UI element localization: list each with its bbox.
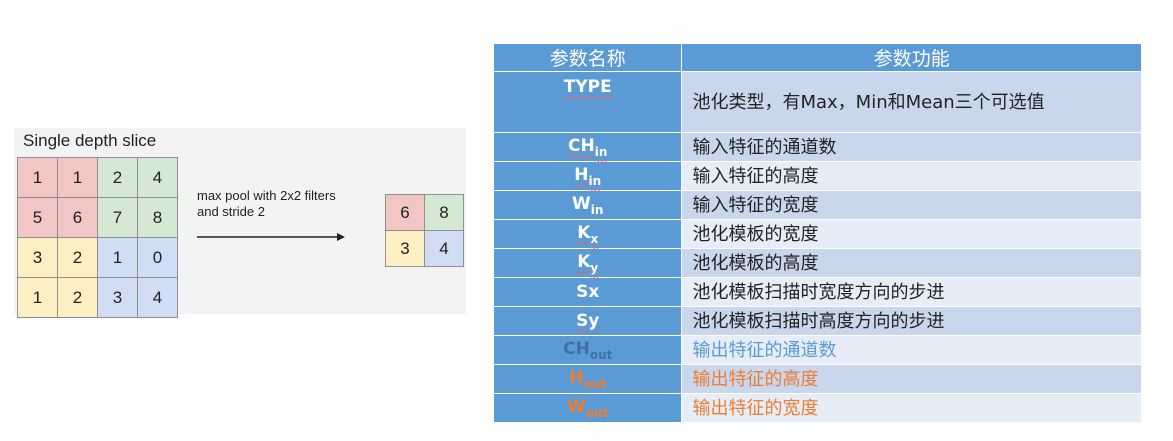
param-desc: 池化类型，有Max，Min和Mean三个可选值: [681, 71, 1142, 133]
param-name-text: CH: [563, 339, 590, 359]
grid-cell: 0: [137, 237, 178, 278]
param-desc: 输出特征的宽度: [681, 393, 1142, 422]
param-name-sub: out: [585, 406, 609, 420]
param-desc: 输入特征的高度: [681, 161, 1142, 191]
param-desc: 池化模板的宽度: [681, 219, 1142, 249]
param-name: Sx: [494, 277, 683, 307]
grid-cell: 1: [57, 157, 98, 198]
param-name-sub: out: [583, 377, 607, 391]
grid-cell: 1: [17, 157, 58, 198]
table-row: TYPE 池化类型，有Max，Min和Mean三个可选值: [494, 71, 1142, 133]
param-name: CHout: [494, 335, 683, 365]
grid-cell: 2: [97, 157, 138, 198]
table-row: Hin 输入特征的高度: [494, 161, 1142, 191]
caption-line: and stride 2: [197, 204, 265, 219]
grid-cell: 4: [424, 230, 464, 267]
max-pool-diagram: Single depth slice 1 1 2 4 5 6 7 8 3 2 1…: [14, 128, 466, 318]
header-param-function: 参数功能: [681, 44, 1142, 72]
input-grid: 1 1 2 4 5 6 7 8 3 2 1 0 1 2 3 4: [17, 157, 178, 318]
table-header-row: 参数名称 参数功能: [494, 44, 1142, 72]
param-name: Sy: [494, 306, 683, 336]
param-name-sub: in: [590, 203, 604, 217]
param-name-sub: in: [594, 145, 608, 159]
grid-cell: 3: [17, 237, 58, 278]
right-arrow-icon: [197, 233, 345, 241]
param-name-text: W: [567, 397, 586, 417]
param-name: Wout: [494, 393, 683, 422]
param-name: CHin: [494, 132, 683, 162]
grid-cell: 3: [97, 277, 138, 318]
param-name: Win: [494, 190, 683, 220]
param-desc: 池化模板的高度: [681, 248, 1142, 278]
param-name-text: TYPE: [563, 77, 612, 97]
grid-cell: 8: [137, 197, 178, 238]
grid-cell: 4: [137, 157, 178, 198]
param-name: Kx: [494, 219, 683, 249]
param-name-text: Sx: [576, 281, 600, 302]
grid-cell: 2: [57, 237, 98, 278]
param-name: Hin: [494, 161, 683, 191]
param-name-sub: x: [590, 232, 599, 246]
table-row: Sx 池化模板扫描时宽度方向的步进: [494, 277, 1142, 307]
grid-cell: 6: [57, 197, 98, 238]
table-row: Kx 池化模板的宽度: [494, 219, 1142, 249]
pool-caption: max pool with 2x2 filters and stride 2: [197, 188, 377, 220]
table-row: Ky 池化模板的高度: [494, 248, 1142, 278]
table-row: CHout 输出特征的通道数: [494, 335, 1142, 365]
param-name: Ky: [494, 248, 683, 278]
caption-line: max pool with 2x2 filters: [197, 188, 336, 203]
param-desc: 池化模板扫描时高度方向的步进: [681, 306, 1142, 336]
param-name-text: W: [572, 194, 591, 214]
param-name-text: CH: [568, 136, 595, 156]
header-param-name: 参数名称: [494, 44, 683, 72]
table-row: CHin 输入特征的通道数: [494, 132, 1142, 162]
param-desc: 输入特征的宽度: [681, 190, 1142, 220]
grid-cell: 4: [137, 277, 178, 318]
parameter-table: 参数名称 参数功能 TYPE 池化类型，有Max，Min和Mean三个可选值 C…: [494, 44, 1142, 422]
param-desc: 输出特征的通道数: [681, 335, 1142, 365]
param-name-text: Sy: [576, 310, 600, 331]
param-name-sub: in: [588, 174, 602, 188]
table-row: Win 输入特征的宽度: [494, 190, 1142, 220]
param-name-text: H: [569, 368, 584, 388]
param-name: TYPE: [494, 71, 683, 133]
param-desc: 池化模板扫描时宽度方向的步进: [681, 277, 1142, 307]
param-name-sub: out: [589, 348, 613, 362]
diagram-title: Single depth slice: [23, 131, 157, 150]
grid-cell: 6: [385, 194, 425, 231]
grid-cell: 8: [424, 194, 464, 231]
param-desc: 输出特征的高度: [681, 364, 1142, 394]
table-row: Hout 输出特征的高度: [494, 364, 1142, 394]
grid-cell: 7: [97, 197, 138, 238]
grid-cell: 5: [17, 197, 58, 238]
param-name: Hout: [494, 364, 683, 394]
table-row: Sy 池化模板扫描时高度方向的步进: [494, 306, 1142, 336]
param-name-sub: y: [590, 261, 599, 275]
param-name-text: K: [577, 252, 591, 272]
grid-cell: 2: [57, 277, 98, 318]
grid-cell: 3: [385, 230, 425, 267]
param-name-text: H: [574, 165, 589, 185]
grid-cell: 1: [97, 237, 138, 278]
grid-cell: 1: [17, 277, 58, 318]
table-row: Wout 输出特征的宽度: [494, 393, 1142, 422]
output-grid: 6 8 3 4: [385, 194, 464, 267]
param-desc: 输入特征的通道数: [681, 132, 1142, 162]
param-name-text: K: [577, 223, 591, 243]
